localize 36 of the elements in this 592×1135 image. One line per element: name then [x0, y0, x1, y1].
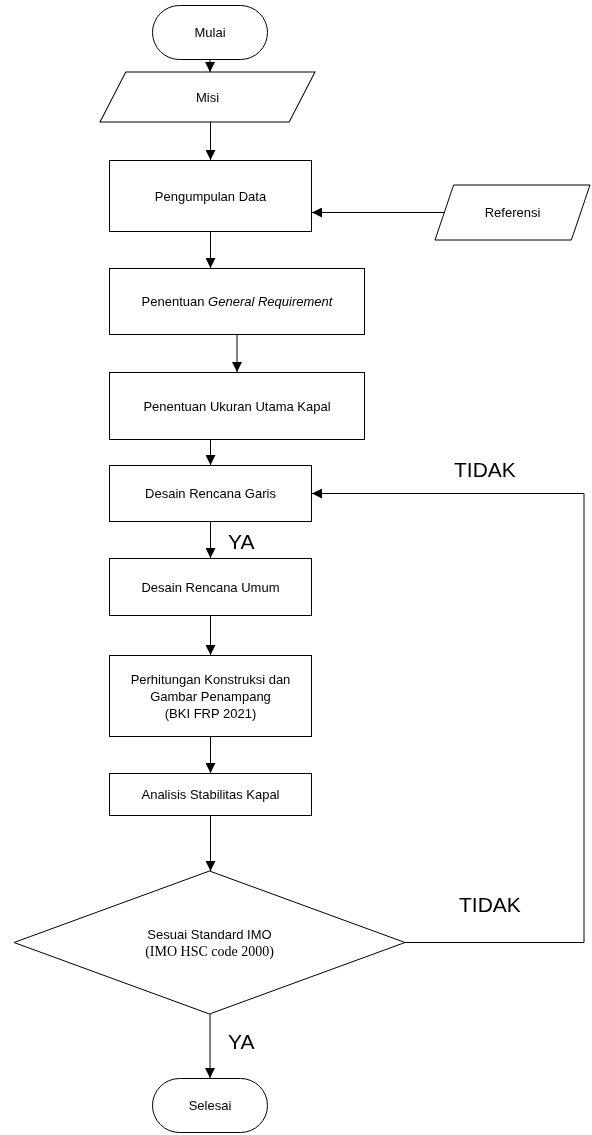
input-parallelogram — [435, 185, 590, 240]
arrow — [205, 815, 216, 872]
process-box — [109, 655, 312, 737]
node-text: Pengumpulan Data — [153, 187, 268, 205]
arrow — [205, 439, 216, 466]
node-text: Desain Rencana Umum — [140, 578, 281, 596]
decision-diamond — [14, 871, 405, 1014]
node-text: Selesai — [187, 1097, 233, 1114]
node-text: Sesuai Standard IMO — [146, 925, 273, 943]
node-text: Penentuan Ukuran Utama Kapal — [142, 397, 332, 415]
arrow — [311, 207, 445, 218]
node-text: Mulai — [193, 24, 227, 41]
node-text: Perhitungan Konstruksi dan Gambar Penampang — [129, 670, 292, 705]
arrow — [205, 736, 216, 774]
node-text: Misi — [194, 88, 221, 106]
arrow — [205, 615, 216, 656]
node-text: Referensi — [483, 204, 542, 221]
arrow — [205, 121, 216, 161]
node-text: Desain Rencana Garis — [144, 485, 277, 502]
node-text: Penentuan General Requirement — [140, 293, 334, 310]
process-box — [109, 465, 312, 522]
node-text: (BKI FRP 2021) — [163, 704, 258, 722]
process-box — [109, 773, 312, 816]
arrow — [232, 334, 242, 373]
node-text: (IMO HSC code 2000) — [144, 942, 275, 960]
arrow — [205, 231, 216, 269]
arrow — [205, 1013, 215, 1079]
process-box — [109, 160, 312, 232]
arrow — [311, 488, 585, 943]
node-text: Analisis Stabilitas Kapal — [140, 786, 281, 803]
arrow — [205, 59, 215, 73]
process-box — [109, 268, 365, 335]
process-box — [109, 558, 312, 616]
process-box — [109, 372, 365, 440]
input-parallelogram — [100, 72, 315, 122]
arrow — [205, 521, 216, 559]
